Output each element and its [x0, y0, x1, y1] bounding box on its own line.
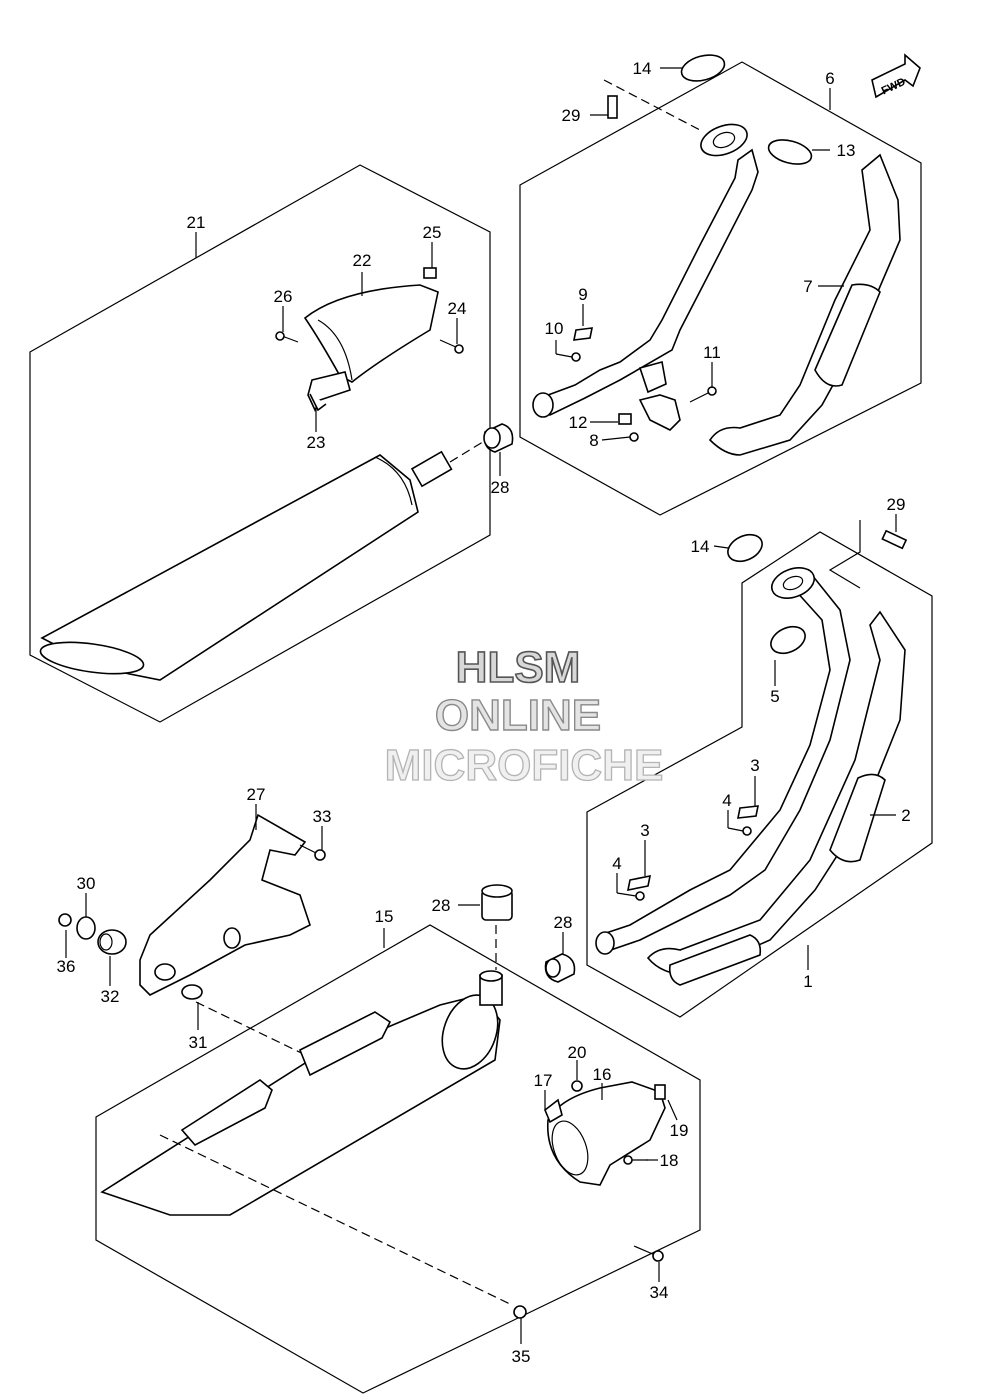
callout-8: 8 — [589, 431, 598, 450]
callout-2: 2 — [901, 806, 910, 825]
callout-32: 32 — [101, 987, 120, 1006]
bracket-27-part — [139, 813, 311, 996]
bolt-10-part — [571, 352, 581, 362]
bracket-3a-part — [737, 805, 759, 819]
callout-3b: 3 — [640, 821, 649, 840]
bolt-24-part — [439, 339, 464, 354]
callout-16: 16 — [593, 1065, 612, 1084]
bolt-29-right-part — [828, 520, 908, 589]
callout-5: 5 — [770, 687, 779, 706]
callout-28c: 28 — [554, 913, 573, 932]
callout-15: 15 — [375, 907, 394, 926]
group-box-1 — [586, 531, 933, 1018]
exhaust-pipe-6-part — [532, 123, 759, 431]
gasket-14-top-part — [680, 54, 726, 82]
callout-4b: 4 — [612, 854, 621, 873]
clip-12-part — [618, 413, 632, 425]
heat-cover-2-part — [646, 610, 906, 986]
callout-4a: 4 — [722, 791, 731, 810]
callout-33: 33 — [313, 807, 332, 826]
fwd-arrow-icon: FWD — [871, 53, 921, 99]
bushing-32-part — [97, 929, 127, 955]
watermark-line-3: MICROFICHE — [385, 741, 664, 790]
exhaust-pipe-1-part — [595, 567, 851, 955]
heat-cover-7-part — [708, 153, 901, 456]
callout-23: 23 — [307, 433, 326, 452]
callout-25: 25 — [423, 223, 442, 242]
washer-30-part — [76, 916, 96, 940]
callout-28a: 28 — [491, 478, 510, 497]
group-box-6 — [519, 61, 922, 516]
clip-19-part — [654, 1084, 666, 1100]
callout-3a: 3 — [750, 756, 759, 775]
callout-28b: 28 — [432, 896, 451, 915]
callout-29b: 29 — [887, 495, 906, 514]
group-box-15 — [95, 924, 701, 1394]
callout-30: 30 — [77, 874, 96, 893]
callout-19: 19 — [670, 1121, 689, 1140]
bolt-4b-part — [635, 891, 645, 901]
bracket-3b-part — [626, 874, 652, 892]
callout-17: 17 — [534, 1071, 553, 1090]
callout-36: 36 — [57, 957, 76, 976]
callout-31: 31 — [189, 1033, 208, 1052]
callout-21: 21 — [187, 213, 206, 232]
callout-29a: 29 — [562, 106, 581, 125]
callout-34: 34 — [650, 1283, 669, 1302]
bracket-9-part — [572, 327, 594, 341]
muffler-21-part — [39, 439, 487, 681]
leader-lines — [65, 67, 897, 1344]
bolt-11-part — [689, 386, 717, 403]
bolt-33-part — [299, 844, 326, 861]
heat-shield-16-part — [547, 1081, 666, 1186]
bolt-34-part — [633, 1245, 664, 1262]
clamp-25-part — [423, 267, 437, 279]
callout-14b: 14 — [691, 537, 710, 556]
gasket-28-top-part — [483, 423, 514, 453]
callout-27: 27 — [247, 785, 266, 804]
callout-6: 6 — [825, 69, 834, 88]
callout-9: 9 — [578, 285, 587, 304]
callout-35: 35 — [512, 1347, 531, 1366]
callout-1: 1 — [803, 972, 812, 991]
callout-7: 7 — [803, 277, 812, 296]
watermark-line-1: HLSM — [456, 643, 581, 692]
callout-26: 26 — [274, 287, 293, 306]
bolt-29-top-part — [603, 79, 701, 131]
bolt-26-part — [275, 331, 299, 343]
bolt-20-part — [571, 1080, 583, 1092]
nut-36-part — [58, 913, 72, 927]
callout-labels: 1 2 3 3 4 4 5 6 7 8 9 10 11 12 13 14 14 … — [57, 59, 911, 1366]
callout-10: 10 — [545, 319, 564, 338]
muffler-15-part — [100, 925, 503, 1216]
bracket-17-part — [544, 1098, 563, 1124]
gasket-28-lower-part — [481, 884, 513, 921]
bolt-8-part — [629, 432, 639, 442]
gasket-28-mid-part — [544, 953, 576, 983]
clamp-5-part — [770, 625, 806, 655]
callout-12: 12 — [569, 413, 588, 432]
collar-31-part — [181, 984, 321, 1063]
callout-13: 13 — [837, 141, 856, 160]
clamp-13-part — [767, 139, 813, 165]
callout-22: 22 — [353, 251, 372, 270]
gasket-14-right-part — [727, 533, 763, 563]
callout-24: 24 — [448, 299, 467, 318]
callout-18: 18 — [660, 1151, 679, 1170]
bracket-23-part — [309, 393, 327, 412]
bolt-35-part — [159, 1134, 527, 1319]
group-box-21 — [29, 164, 491, 723]
watermark-line-2: ONLINE — [435, 691, 601, 740]
callout-20: 20 — [568, 1043, 587, 1062]
bolt-18-part — [623, 1155, 648, 1165]
callout-11: 11 — [703, 343, 721, 362]
heat-shield-22-part — [303, 284, 439, 412]
callout-14a: 14 — [633, 59, 652, 78]
bolt-4a-part — [742, 826, 752, 836]
